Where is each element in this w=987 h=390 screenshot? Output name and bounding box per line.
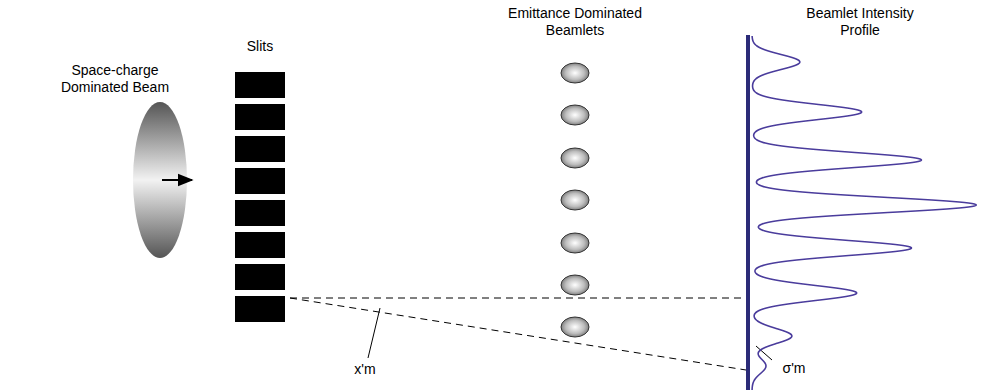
part-label: Space-charge Dominated Beam: [52, 62, 178, 96]
divergence-lines: [290, 298, 746, 370]
screen-line: [746, 35, 750, 390]
part-label: Slits: [225, 38, 295, 55]
intensity-profile: [752, 36, 976, 390]
symbol-label: x'm: [345, 361, 385, 378]
slit-plates: [235, 72, 285, 322]
beamlets: [561, 63, 589, 337]
profile-curve: [752, 36, 976, 390]
part-label: Emittance Dominated Beamlets: [495, 5, 655, 39]
beam-direction-arrow: [162, 179, 192, 181]
part-label: Beamlet Intensity Profile: [795, 5, 925, 39]
angle-leader-line: [368, 308, 380, 358]
symbol-label: σ'm: [772, 360, 816, 377]
